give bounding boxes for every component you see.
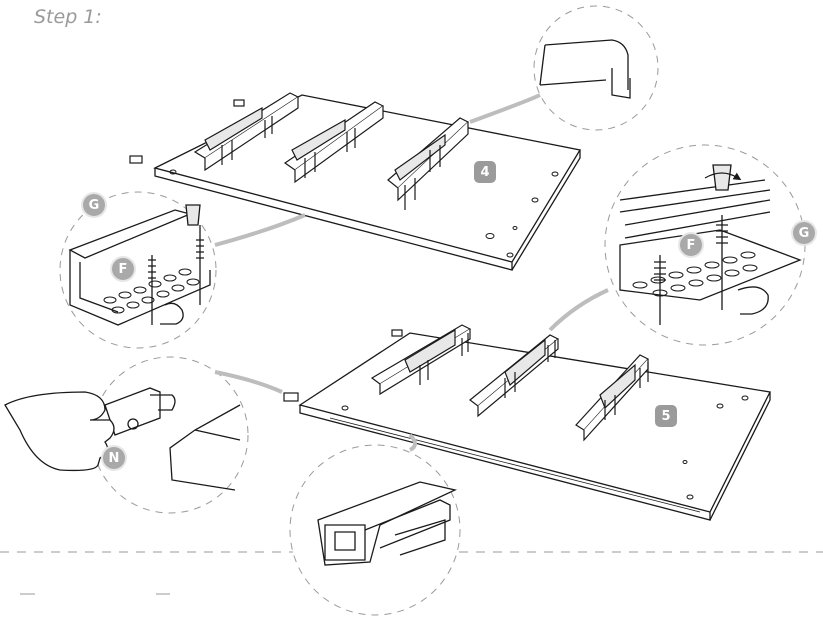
part-g-right-badge: G	[793, 222, 815, 244]
callout-top-right-detail	[539, 39, 631, 99]
part-n-badge: N	[103, 447, 125, 469]
panel-4-badge: 4	[474, 161, 496, 183]
callout-right-g	[604, 144, 806, 346]
callout-top-right	[533, 5, 659, 131]
panel-5	[298, 332, 771, 521]
callout-left-n-detail	[4, 387, 241, 491]
connectors-panel-4	[129, 99, 245, 164]
connectors-panel-5	[283, 329, 403, 402]
callout-left-g-detail	[68, 204, 211, 326]
rails-panel-4	[193, 92, 470, 202]
part-f-right-badge: F	[680, 234, 702, 256]
part-f-left-badge: F	[112, 258, 134, 280]
callout-left-n	[91, 356, 249, 514]
callout-right-g-detail	[619, 164, 802, 325]
callout-bottom-center	[289, 444, 461, 616]
callout-bottom-center-detail	[317, 481, 457, 566]
panel-5-badge: 5	[655, 405, 677, 427]
part-g-left-badge: G	[83, 194, 105, 216]
step-title: Step 1:	[34, 6, 102, 28]
callout-left-g	[59, 191, 217, 349]
rails-panel-5	[370, 324, 649, 442]
screws-panel-4	[221, 116, 441, 210]
screws-panel-5	[419, 333, 649, 420]
